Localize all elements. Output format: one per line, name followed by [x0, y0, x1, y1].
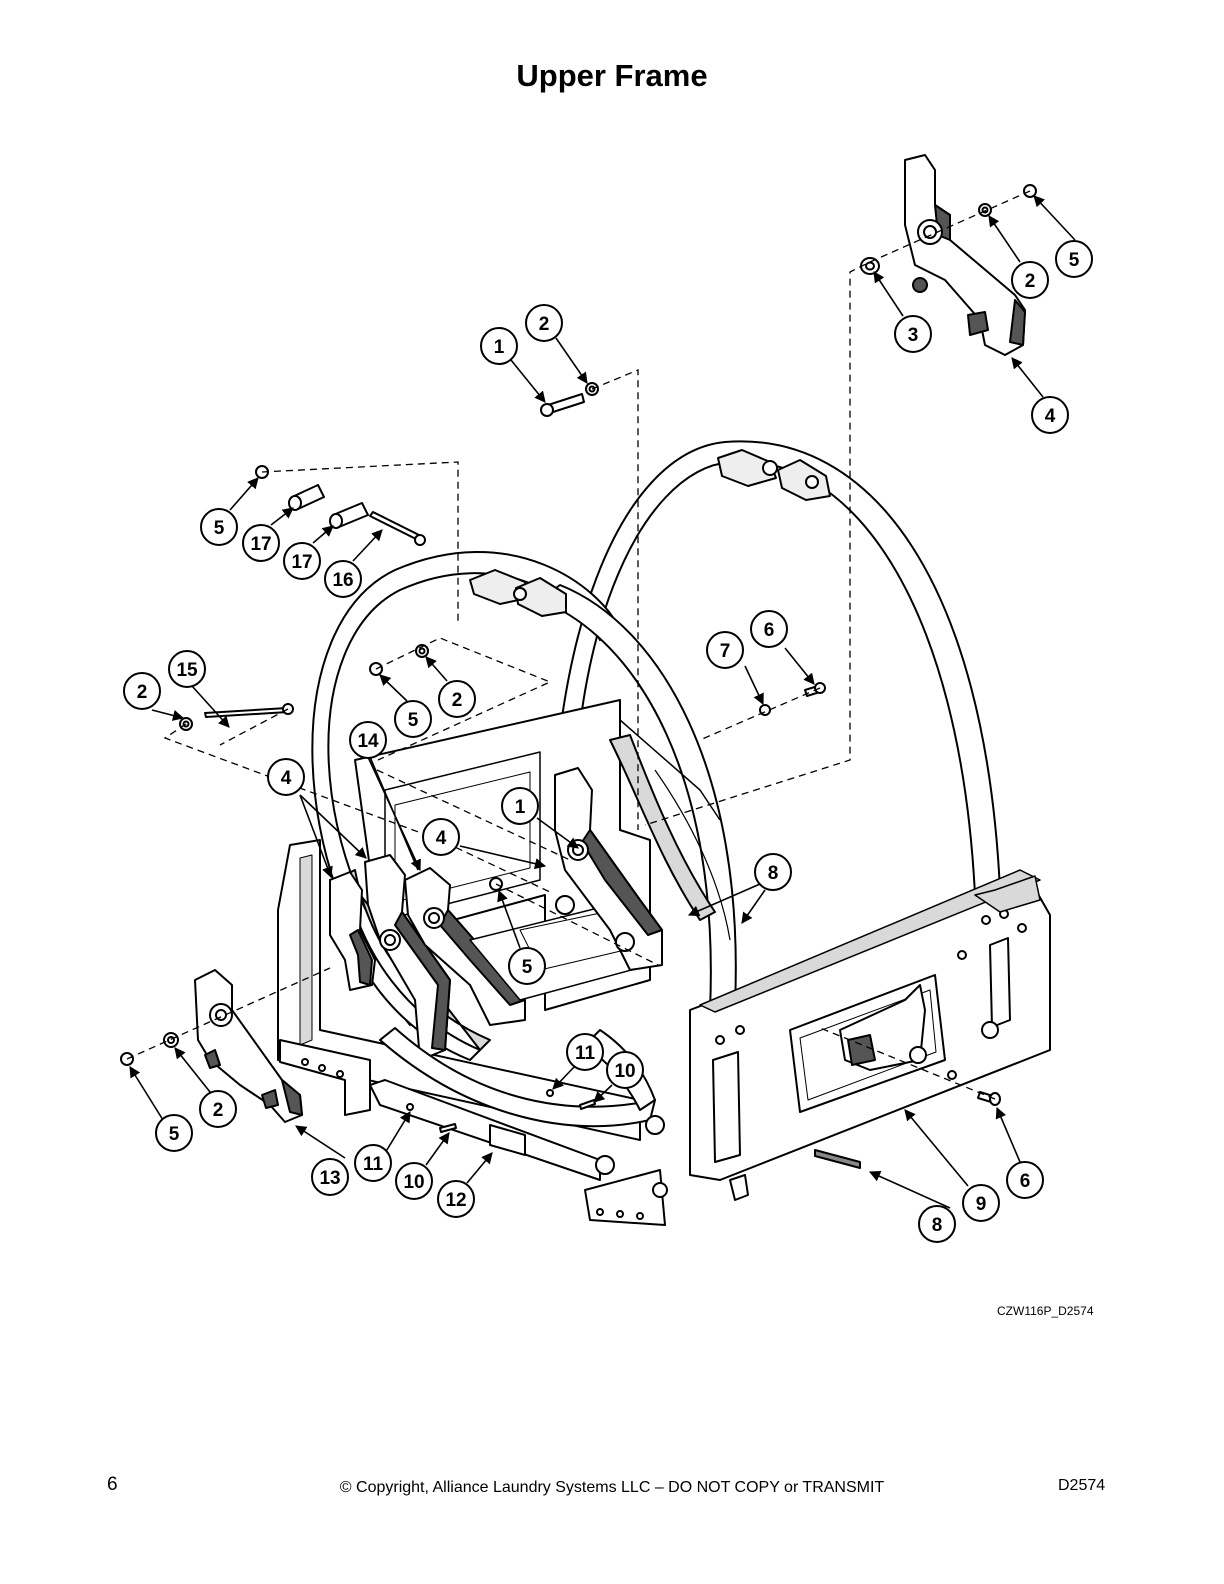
document-code: D2574 — [1058, 1477, 1106, 1494]
svg-text:5: 5 — [169, 1124, 180, 1145]
svg-text:5: 5 — [214, 518, 225, 539]
callout-bubble[interactable]: 1 — [501, 787, 539, 825]
callout-bubble[interactable]: 4 — [267, 758, 305, 796]
upper-frame-illustration — [277, 440, 1051, 1226]
svg-text:15: 15 — [176, 660, 198, 681]
svg-text:17: 17 — [250, 534, 271, 555]
callout-bubble[interactable]: 5 — [394, 700, 432, 738]
svg-text:5: 5 — [1069, 250, 1080, 271]
svg-text:14: 14 — [357, 731, 379, 752]
callout-bubble[interactable]: 5 — [508, 947, 546, 985]
callout-bubble[interactable]: 17 — [242, 524, 280, 562]
assembly-guide-lines — [126, 190, 1031, 1100]
callout-bubble[interactable]: 4 — [422, 818, 460, 856]
svg-text:12: 12 — [445, 1190, 466, 1211]
svg-text:1: 1 — [494, 337, 505, 358]
bottom-right-bracket — [584, 1169, 666, 1226]
callout-bubble[interactable]: 2 — [438, 680, 476, 718]
svg-text:7: 7 — [720, 641, 731, 662]
callout-bubble[interactable]: 2 — [1011, 261, 1049, 299]
rear-cradle-arc — [609, 734, 716, 921]
callout-bubble[interactable]: 16 — [324, 560, 362, 598]
callout-bubble[interactable]: 17 — [283, 542, 321, 580]
callout-bubble[interactable]: 2 — [525, 304, 563, 342]
svg-text:13: 13 — [319, 1168, 340, 1189]
callout-bubble[interactable]: 2 — [199, 1090, 237, 1128]
svg-text:4: 4 — [281, 768, 292, 789]
lower-strap-end — [814, 1149, 861, 1169]
callout-bubble[interactable]: 7 — [706, 631, 744, 669]
rear-hoop-clamp-2 — [777, 459, 831, 501]
callout-bubble[interactable]: 11 — [354, 1144, 392, 1182]
svg-text:4: 4 — [1045, 406, 1056, 427]
svg-text:4: 4 — [436, 828, 447, 849]
callout-bubble[interactable]: 6 — [1006, 1161, 1044, 1199]
callout-bubble[interactable]: 6 — [750, 610, 788, 648]
callout-bubbles: 1 2 5 2 3 4 5 17 17 16 2 15 5 2 7 6 14 4… — [123, 240, 1093, 1243]
svg-text:8: 8 — [768, 863, 779, 884]
callout-bubble[interactable]: 8 — [918, 1205, 956, 1243]
callout-bubble[interactable]: 5 — [200, 508, 238, 546]
drawing-id: CZW116P_D2574 — [997, 1304, 1094, 1318]
svg-text:11: 11 — [363, 1154, 384, 1175]
svg-text:2: 2 — [213, 1100, 224, 1121]
svg-text:5: 5 — [408, 710, 419, 731]
page-title: Upper Frame — [516, 58, 708, 93]
callout-bubble[interactable]: 15 — [168, 650, 206, 688]
callout-bubble[interactable]: 13 — [311, 1158, 349, 1196]
callout-bubble[interactable]: 2 — [123, 672, 161, 710]
callout-bubble[interactable]: 5 — [1055, 240, 1093, 278]
svg-text:1: 1 — [515, 797, 526, 818]
callout-bubble[interactable]: 8 — [754, 853, 792, 891]
callout-leaders — [129, 195, 1076, 1209]
callout-bubble[interactable]: 1 — [480, 327, 518, 365]
svg-text:17: 17 — [291, 552, 312, 573]
svg-text:2: 2 — [137, 682, 148, 703]
page-number: 6 — [107, 1474, 118, 1495]
copyright-notice: © Copyright, Alliance Laundry Systems LL… — [339, 1479, 885, 1496]
svg-text:10: 10 — [614, 1061, 635, 1082]
rear-hoop-clamp — [717, 449, 777, 487]
svg-text:2: 2 — [452, 690, 463, 711]
callout-bubble[interactable]: 10 — [606, 1051, 644, 1089]
callout-bubble[interactable]: 10 — [395, 1162, 433, 1200]
callout-bubble[interactable]: 9 — [962, 1184, 1000, 1222]
svg-text:5: 5 — [522, 957, 533, 978]
callout-bubble[interactable]: 5 — [155, 1114, 193, 1152]
svg-text:9: 9 — [976, 1194, 987, 1215]
svg-text:2: 2 — [1025, 271, 1036, 292]
left-bottom-bracket — [279, 1039, 371, 1116]
svg-text:11: 11 — [575, 1043, 596, 1064]
svg-text:6: 6 — [1020, 1171, 1031, 1192]
callout-bubble[interactable]: 4 — [1031, 396, 1069, 434]
svg-text:10: 10 — [403, 1172, 424, 1193]
svg-text:8: 8 — [932, 1215, 943, 1236]
svg-text:3: 3 — [908, 325, 919, 346]
callout-bubble[interactable]: 12 — [437, 1180, 475, 1218]
svg-text:2: 2 — [539, 314, 550, 335]
svg-text:16: 16 — [332, 570, 353, 591]
callout-bubble[interactable]: 3 — [894, 315, 932, 353]
callout-bubble[interactable]: 14 — [349, 721, 387, 759]
callout-bubble[interactable]: 11 — [566, 1033, 604, 1071]
svg-text:6: 6 — [764, 620, 775, 641]
